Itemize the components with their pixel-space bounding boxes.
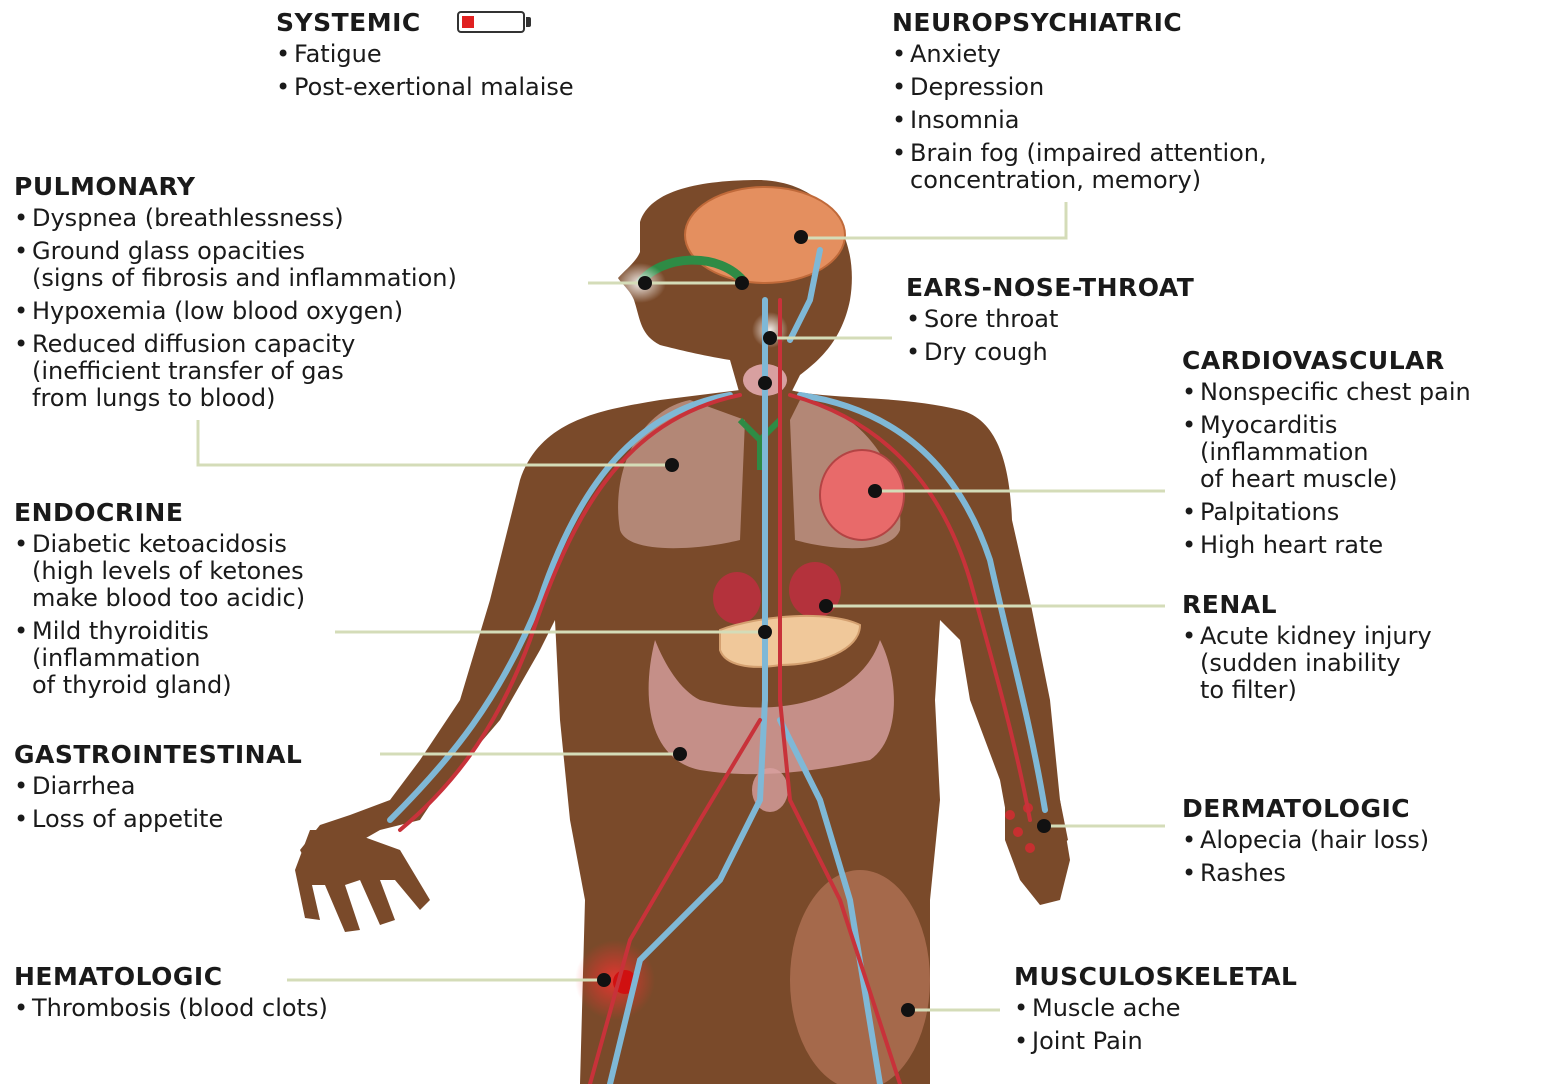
- list-item: •Thrombosis (blood clots): [14, 995, 328, 1022]
- dermatologic-heading: DERMATOLOGIC: [1182, 794, 1429, 824]
- list-item: •Rashes: [1182, 860, 1429, 887]
- heart: [820, 450, 904, 540]
- marker-nose: [638, 276, 652, 290]
- list-item: •Reduced diffusion capacity (inefficient…: [14, 331, 457, 412]
- musculoskeletal-section: MUSCULOSKELETAL •Muscle ache •Joint Pain: [1014, 962, 1297, 1061]
- list-item: •Hypoxemia (low blood oxygen): [14, 298, 457, 325]
- marker-heart: [868, 484, 882, 498]
- marker-pancreas: [758, 625, 772, 639]
- gastrointestinal-section: GASTROINTESTINAL •Diarrhea •Loss of appe…: [14, 740, 302, 839]
- list-item: •Nonspecific chest pain: [1182, 379, 1471, 406]
- renal-section: RENAL •Acute kidney injury (sudden inabi…: [1182, 590, 1432, 710]
- list-item: •Palpitations: [1182, 499, 1471, 526]
- marker-throat: [763, 331, 777, 345]
- list-item: •Dry cough: [906, 339, 1194, 366]
- neuropsychiatric-heading: NEUROPSYCHIATRIC: [892, 8, 1267, 38]
- list-item: •Depression: [892, 74, 1267, 101]
- kidney-right: [789, 562, 841, 618]
- list-item: •Dyspnea (breathlessness): [14, 205, 457, 232]
- rash-3: [1013, 827, 1023, 837]
- list-item: •Diarrhea: [14, 773, 302, 800]
- marker-skin: [1037, 819, 1051, 833]
- marker-intestine: [673, 747, 687, 761]
- gastrointestinal-heading: GASTROINTESTINAL: [14, 740, 302, 770]
- list-item: •High heart rate: [1182, 532, 1471, 559]
- list-item: •Diabetic ketoacidosis (high levels of k…: [14, 531, 305, 612]
- marker-clot: [597, 973, 611, 987]
- rash-4: [1025, 843, 1035, 853]
- cardiovascular-heading: CARDIOVASCULAR: [1182, 346, 1471, 376]
- endocrine-section: ENDOCRINE •Diabetic ketoacidosis (high l…: [14, 498, 305, 705]
- marker-brain: [794, 230, 808, 244]
- ent-heading: EARS-NOSE-THROAT: [906, 273, 1194, 303]
- marker-muscle: [901, 1003, 915, 1017]
- brain: [685, 187, 845, 283]
- list-item: •Mild thyroiditis (inflammation of thyro…: [14, 618, 305, 699]
- musculoskeletal-heading: MUSCULOSKELETAL: [1014, 962, 1297, 992]
- list-item: •Sore throat: [906, 306, 1194, 333]
- pulmonary-section: PULMONARY •Dyspnea (breathlessness) •Gro…: [14, 172, 457, 418]
- systemic-heading: SYSTEMIC: [276, 8, 574, 38]
- marker-kidney: [819, 599, 833, 613]
- marker-thyroid: [758, 376, 772, 390]
- marker-lung: [665, 458, 679, 472]
- list-item: •Fatigue: [276, 41, 574, 68]
- list-item: •Anxiety: [892, 41, 1267, 68]
- list-item: •Joint Pain: [1014, 1028, 1297, 1055]
- dermatologic-section: DERMATOLOGIC •Alopecia (hair loss) •Rash…: [1182, 794, 1429, 893]
- hematologic-section: HEMATOLOGIC •Thrombosis (blood clots): [14, 962, 328, 1028]
- low-battery-icon: [457, 11, 525, 33]
- neuropsychiatric-section: NEUROPSYCHIATRIC •Anxiety •Depression •I…: [892, 8, 1267, 200]
- rash-1: [1005, 810, 1015, 820]
- list-item: •Ground glass opacities (signs of fibros…: [14, 238, 457, 292]
- ent-section: EARS-NOSE-THROAT •Sore throat •Dry cough: [906, 273, 1194, 372]
- kidney-left: [713, 572, 761, 624]
- pulmonary-heading: PULMONARY: [14, 172, 457, 202]
- hematologic-heading: HEMATOLOGIC: [14, 962, 328, 992]
- list-item: •Insomnia: [892, 107, 1267, 134]
- cardiovascular-section: CARDIOVASCULAR •Nonspecific chest pain •…: [1182, 346, 1471, 565]
- endocrine-heading: ENDOCRINE: [14, 498, 305, 528]
- list-item: •Myocarditis (inflammation of heart musc…: [1182, 412, 1471, 493]
- hand-left: [295, 830, 430, 932]
- marker-sinus: [735, 276, 749, 290]
- list-item: •Loss of appetite: [14, 806, 302, 833]
- list-item: •Post-exertional malaise: [276, 74, 574, 101]
- list-item: •Brain fog (impaired attention, concentr…: [892, 140, 1267, 194]
- list-item: •Muscle ache: [1014, 995, 1297, 1022]
- systemic-section: SYSTEMIC •Fatigue •Post-exertional malai…: [276, 8, 574, 107]
- renal-heading: RENAL: [1182, 590, 1432, 620]
- list-item: •Acute kidney injury (sudden inability t…: [1182, 623, 1432, 704]
- list-item: •Alopecia (hair loss): [1182, 827, 1429, 854]
